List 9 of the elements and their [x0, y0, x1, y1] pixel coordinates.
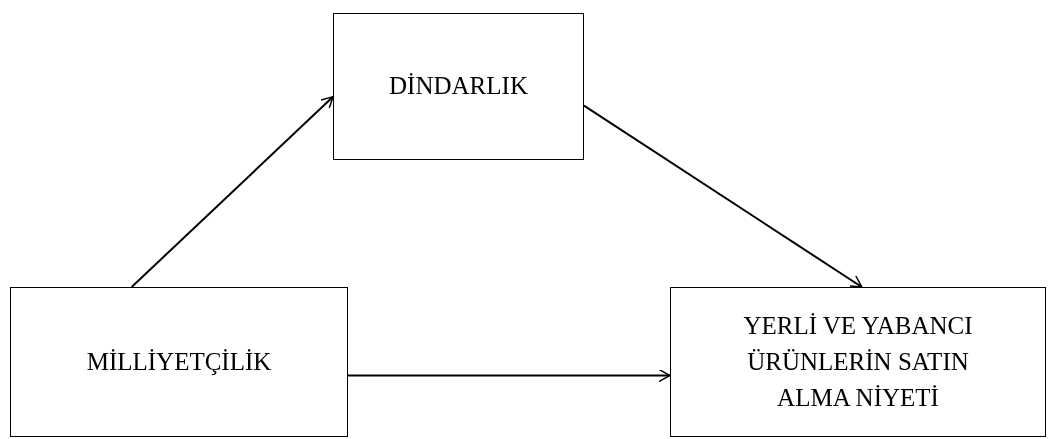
arrow: [583, 104, 863, 288]
concept-box: [670, 287, 1046, 437]
arrow: [130, 95, 334, 288]
concept-label: DİNDARLIK: [389, 71, 528, 102]
concept-box: [10, 287, 348, 437]
concept-label: YERLİ VE YABANCI ÜRÜNLERİN SATIN ALMA NİYETİ: [742, 310, 974, 414]
concept-label: MİLLİYETÇİLİK: [86, 346, 272, 377]
concept-box: [333, 13, 584, 160]
arrow: [347, 368, 671, 383]
